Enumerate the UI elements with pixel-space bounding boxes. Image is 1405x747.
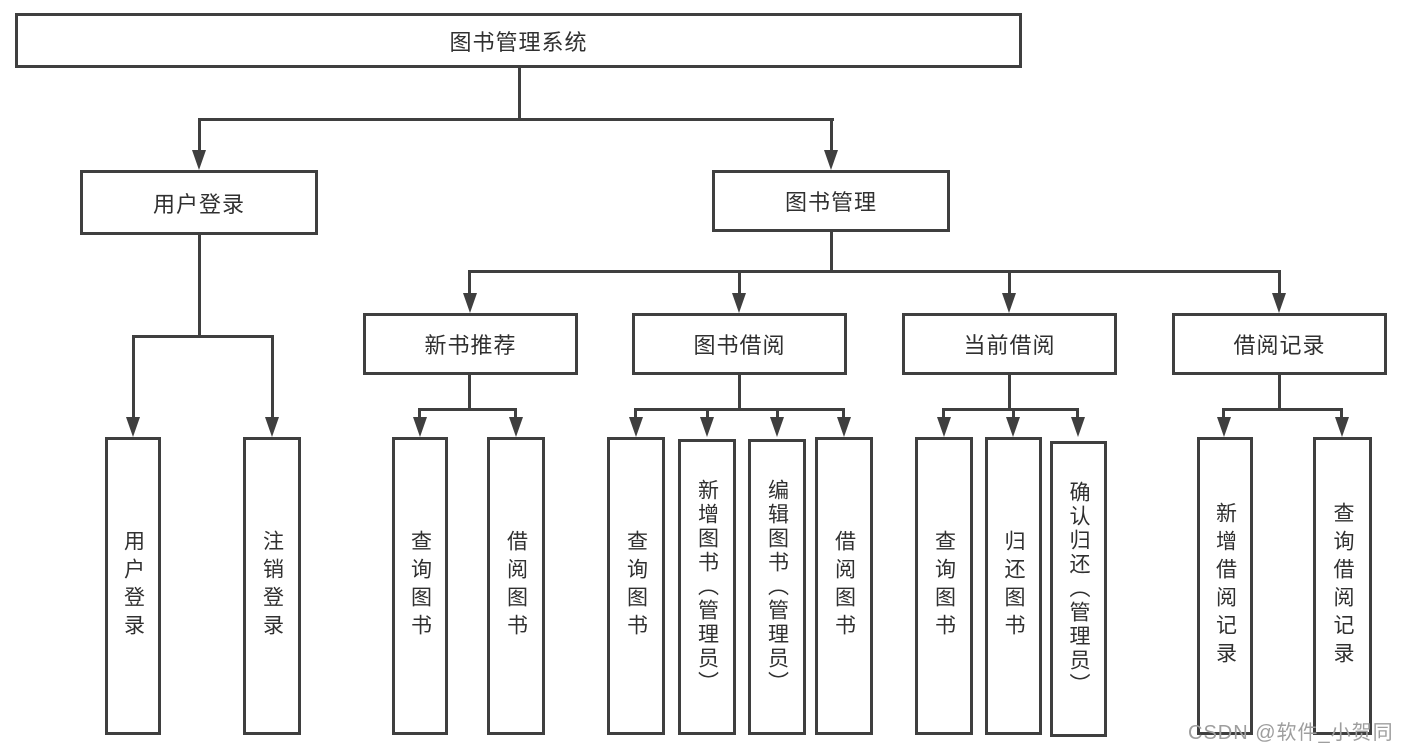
connector — [1222, 408, 1225, 420]
connector — [942, 408, 945, 420]
connector — [842, 408, 845, 420]
leaf-borrow-books-1: 借阅图书 — [487, 437, 545, 735]
arrow-down-icon — [770, 417, 784, 437]
arrow-down-icon — [1006, 417, 1020, 437]
arrow-down-icon — [837, 417, 851, 437]
node-current-borrowing: 当前借阅 — [902, 313, 1117, 375]
leaf-return-books: 归还图书 — [985, 437, 1042, 735]
connector — [1076, 408, 1079, 420]
connector — [418, 408, 517, 411]
node-new-book-recommendation: 新书推荐 — [363, 313, 578, 375]
node-library-system: 图书管理系统 — [15, 13, 1022, 68]
arrow-down-icon — [463, 293, 477, 313]
arrow-down-icon — [1217, 417, 1231, 437]
arrow-down-icon — [1272, 293, 1286, 313]
node-user-login: 用户登录 — [80, 170, 318, 235]
connector — [468, 270, 1280, 273]
leaf-confirm-return-admin: 确认归还（管理员） — [1050, 441, 1107, 737]
connector — [1222, 408, 1343, 411]
node-book-management: 图书管理 — [712, 170, 950, 232]
connector — [198, 118, 834, 121]
arrow-down-icon — [629, 417, 643, 437]
connector — [1012, 408, 1015, 420]
leaf-query-books-3: 查询图书 — [915, 437, 973, 735]
arrow-down-icon — [265, 417, 279, 437]
connector — [776, 408, 779, 420]
connector — [468, 270, 471, 296]
connector — [1008, 270, 1011, 296]
leaf-logout: 注销登录 — [243, 437, 301, 735]
node-borrowing-records: 借阅记录 — [1172, 313, 1387, 375]
connector — [198, 235, 201, 338]
connector — [738, 375, 741, 411]
leaf-borrow-books-2: 借阅图书 — [815, 437, 873, 735]
connector — [830, 232, 833, 273]
connector — [634, 408, 845, 411]
leaf-query-books-2: 查询图书 — [607, 437, 665, 735]
connector — [738, 270, 741, 296]
connector — [1340, 408, 1343, 420]
arrow-down-icon — [1335, 417, 1349, 437]
connector — [1278, 375, 1281, 411]
leaf-query-borrow-record: 查询借阅记录 — [1313, 437, 1372, 735]
arrow-down-icon — [1071, 417, 1085, 437]
connector — [418, 408, 421, 420]
leaf-edit-books-admin: 编辑图书（管理员） — [748, 439, 806, 735]
connector — [198, 118, 201, 152]
connector — [830, 118, 833, 152]
arrow-down-icon — [824, 150, 838, 170]
connector — [518, 68, 521, 121]
connector — [271, 335, 274, 421]
connector — [1008, 375, 1011, 411]
connector — [132, 335, 274, 338]
arrow-down-icon — [192, 150, 206, 170]
connector — [942, 408, 1079, 411]
connector — [514, 408, 517, 420]
connector — [634, 408, 637, 420]
arrow-down-icon — [509, 417, 523, 437]
arrow-down-icon — [937, 417, 951, 437]
leaf-add-borrow-record: 新增借阅记录 — [1197, 437, 1253, 735]
leaf-add-books-admin: 新增图书（管理员） — [678, 439, 736, 735]
arrow-down-icon — [413, 417, 427, 437]
leaf-query-books-1: 查询图书 — [392, 437, 448, 735]
connector — [1278, 270, 1281, 296]
connector — [132, 335, 135, 421]
node-book-borrowing: 图书借阅 — [632, 313, 847, 375]
leaf-user-login: 用户登录 — [105, 437, 161, 735]
arrow-down-icon — [700, 417, 714, 437]
arrow-down-icon — [1002, 293, 1016, 313]
arrow-down-icon — [732, 293, 746, 313]
connector — [468, 375, 471, 411]
arrow-down-icon — [126, 417, 140, 437]
connector — [706, 408, 709, 420]
